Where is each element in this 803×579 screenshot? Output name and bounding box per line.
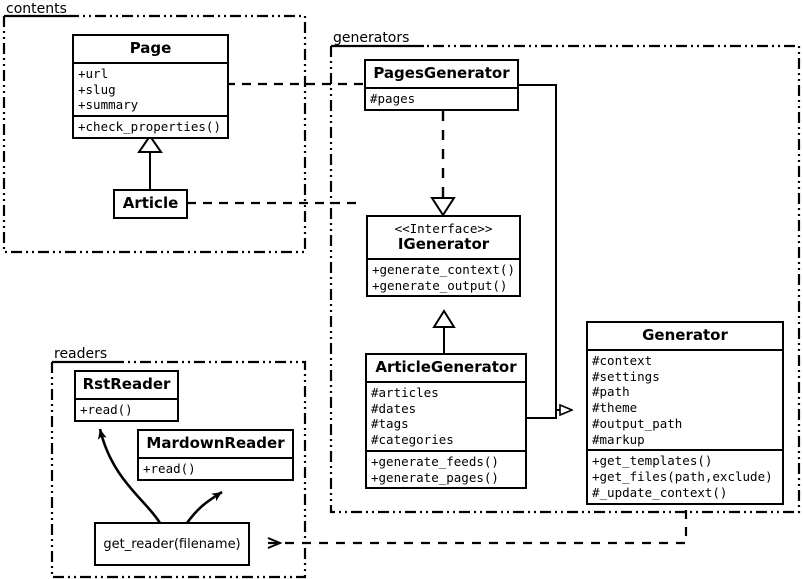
method-row: +generate_feeds() (371, 453, 499, 469)
attribute-row: +summary (78, 97, 139, 113)
class-stereotype-igenerator: <<Interface>> (394, 221, 493, 236)
class-title-igenerator: <<Interface>> IGenerator (368, 217, 519, 258)
class-title-pagesgenerator: PagesGenerator (373, 64, 510, 82)
package-label-contents: contents (6, 1, 67, 17)
class-box-page[interactable]: Page +url +slug +summary +check_properti… (72, 34, 229, 139)
package-frame-readers (50, 360, 307, 579)
attribute-row: #articles (371, 384, 439, 400)
class-attributes-generator: #context #settings #path #theme #output_… (588, 348, 782, 450)
association-get-reader-to-rstreader (97, 428, 162, 524)
class-box-igenerator[interactable]: <<Interface>> IGenerator +generate_conte… (366, 215, 521, 298)
method-row: +check_properties() (78, 119, 221, 135)
method-row: +get_templates() (592, 453, 713, 469)
dependency-generator-to-get-reader (268, 493, 688, 543)
package-frame-generators (329, 44, 801, 514)
attribute-row: #output_path (592, 415, 683, 431)
class-title-rstreader: RstReader (82, 375, 171, 393)
class-methods-page: +check_properties() (74, 115, 227, 137)
class-title-articlegenerator: ArticleGenerator (375, 358, 517, 376)
attribute-row: +url (78, 65, 109, 81)
attribute-row: #settings (592, 368, 660, 384)
class-box-generator[interactable]: Generator #context #settings #path #them… (586, 321, 784, 505)
association-get-reader-to-mardownreader (185, 490, 223, 524)
generalization-article-to-page-head (137, 134, 163, 153)
attribute-row: #markup (592, 431, 645, 447)
class-attributes-page: +url +slug +summary (74, 61, 227, 115)
method-row: #_update_context() (592, 484, 728, 500)
generalization-articlegenerator-to-generator (527, 410, 557, 419)
class-box-rstreader[interactable]: RstReader +read() (74, 370, 179, 422)
package-label-readers: readers (54, 346, 108, 362)
package-frame-contents (2, 14, 307, 254)
class-methods-igenerator: +generate_context() +generate_output() (368, 257, 519, 296)
class-box-article[interactable]: Article (113, 189, 188, 219)
method-row: +generate_output() (372, 277, 508, 293)
attribute-row: #context (592, 352, 653, 368)
attribute-row: +slug (78, 81, 116, 97)
method-row: +generate_pages() (371, 469, 499, 485)
class-attributes-articlegenerator: #articles #dates #tags #categories (367, 380, 525, 450)
class-title-generator: Generator (642, 326, 728, 344)
class-box-articlegenerator[interactable]: ArticleGenerator #articles #dates #tags … (365, 353, 527, 490)
realization-pagesgenerator-to-igenerator-head (430, 197, 456, 217)
attribute-row: #tags (371, 416, 409, 432)
attribute-row: #theme (592, 400, 638, 416)
generalization-pagesgenerator-to-generator (519, 84, 572, 410)
package-label-generators: generators (333, 30, 410, 46)
class-name-igenerator: IGenerator (397, 235, 490, 253)
class-box-mardownreader[interactable]: MardownReader +read() (137, 429, 294, 481)
function-box-get-reader[interactable]: get_reader(filename) (94, 522, 250, 566)
attribute-row: #dates (371, 400, 417, 416)
class-attributes-pagesgenerator: #pages (366, 86, 517, 109)
class-box-pagesgenerator[interactable]: PagesGenerator #pages (364, 59, 519, 111)
class-methods-generator: +get_templates() +get_files(path,exclude… (588, 449, 782, 502)
attribute-row: #categories (371, 432, 454, 448)
function-label-get-reader: get_reader(filename) (103, 536, 241, 552)
method-row: +generate_context() (372, 261, 515, 277)
realization-articlegenerator-to-igenerator-head (432, 309, 456, 328)
class-methods-rstreader: +read() (76, 397, 177, 420)
method-row: +get_files(path,exclude) (592, 469, 773, 485)
attribute-row: #path (592, 384, 630, 400)
class-title-mardownreader: MardownReader (146, 434, 285, 452)
method-row: +read() (143, 460, 196, 476)
attribute-row: #pages (370, 90, 416, 106)
method-row: +read() (80, 401, 133, 417)
class-methods-mardownreader: +read() (139, 456, 292, 479)
class-methods-articlegenerator: +generate_feeds() +generate_pages() (367, 449, 525, 488)
class-title-article: Article (122, 194, 179, 212)
class-title-page: Page (129, 39, 172, 57)
